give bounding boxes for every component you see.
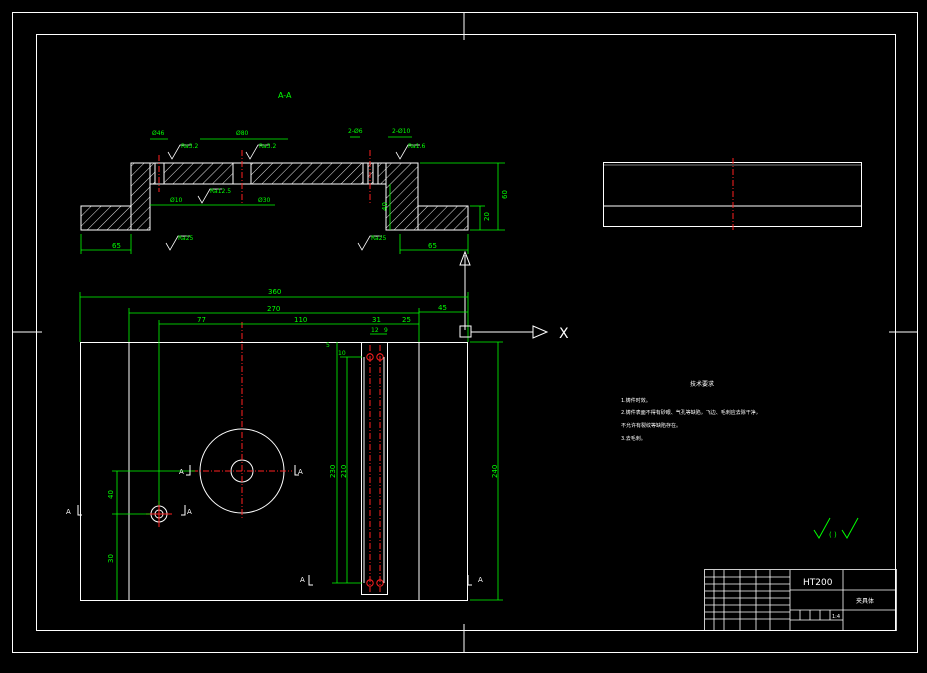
callout-d10: Ø10 (170, 197, 183, 204)
section-title: A-A (278, 91, 292, 100)
dim-30: 30 (107, 554, 115, 563)
section-mark-1: A (66, 508, 71, 516)
slot (361, 342, 388, 595)
section-hatch-right-foot (417, 205, 469, 231)
notes-item-3: 不允许有裂纹等缺陷存在。 (621, 422, 681, 429)
default-roughness-paren: ( ) (829, 531, 837, 539)
dim-right-65: 65 (428, 242, 437, 250)
dim-h60: 60 (501, 190, 509, 199)
dim-360: 360 (268, 288, 281, 296)
section-view: Ø46 Ø80 2-Ø6 2-Ø10 Ra3.2 Ra3.2 Ra1.6 Ra1… (80, 128, 509, 330)
notes-item-2: 2.铸件表面不得有砂眼、气孔等缺陷，飞边、毛刺应去除干净， (621, 409, 761, 416)
section-hatch-right-wall (385, 162, 419, 231)
default-roughness-symbol (813, 517, 859, 539)
callout-d30: Ø30 (258, 197, 271, 204)
dim-31: 31 (372, 316, 381, 324)
notes-item-1: 1.铸件时效。 (621, 397, 651, 404)
outer-frame (12, 12, 918, 653)
callout-d80: Ø80 (236, 130, 249, 137)
dim-25: 25 (402, 316, 411, 324)
part-name: 夹具体 (856, 597, 874, 605)
dim-40: 40 (107, 490, 115, 499)
ra-label-1: Ra3.2 (181, 143, 198, 150)
dim-110: 110 (294, 316, 307, 324)
material-label: HT200 (803, 578, 833, 588)
dim-240: 240 (491, 465, 499, 478)
dim-270: 270 (267, 305, 280, 313)
inner-frame (36, 34, 896, 631)
dim-230: 230 (329, 465, 337, 478)
scale-mark: 1:4 (832, 614, 840, 620)
section-hatch-left-wall (130, 162, 151, 231)
dim-12: 12 (371, 327, 379, 334)
hole-6a (362, 162, 369, 185)
section-hatch-top (149, 162, 387, 185)
ra-label-2: Ra3.2 (259, 143, 276, 150)
callout-2-d10: 2-Ø10 (392, 128, 411, 135)
callout-2-d6: 2-Ø6 (348, 128, 363, 135)
notes-item-4: 3.去毛刺。 (621, 435, 646, 442)
callout-d46: Ø46 (152, 130, 165, 137)
dim-h20: 20 (483, 212, 491, 221)
title-block (704, 569, 897, 631)
notes-heading: 技术要求 (690, 380, 714, 388)
section-hatch-left-foot (80, 205, 132, 231)
dim-5: 5 (326, 342, 330, 349)
base-outline (80, 342, 468, 601)
ra-label-6: Ra25 (371, 235, 387, 242)
technical-notes: 技术要求 1.铸件时效。 2.铸件表面不得有砂眼、气孔等缺陷，飞边、毛刺应去除干… (621, 380, 761, 442)
section-mark-2: A (187, 508, 192, 516)
dim-left-65: 65 (112, 242, 121, 250)
side-view (603, 158, 862, 230)
section-mark-3: A (300, 576, 305, 584)
ra-label-4: Ra12.5 (210, 188, 231, 195)
x-axis-label: X (559, 326, 569, 342)
dim-h40: 40 (381, 202, 389, 211)
section-mark-6: A (298, 468, 303, 476)
section-mark-5: A (179, 468, 184, 476)
dim-210: 210 (340, 465, 348, 478)
dim-9: 9 (384, 327, 388, 334)
dim-45: 45 (438, 304, 447, 312)
plan-view: 360 270 77 110 31 25 45 12 9 5 10 230 21… (66, 288, 569, 601)
ra-label-3: Ra1.6 (408, 143, 425, 150)
section-mark-4: A (478, 576, 483, 584)
hole-6b (372, 162, 379, 185)
dim-77: 77 (197, 316, 206, 324)
ra-label-5: Ra25 (178, 235, 194, 242)
dim-10: 10 (338, 350, 346, 357)
